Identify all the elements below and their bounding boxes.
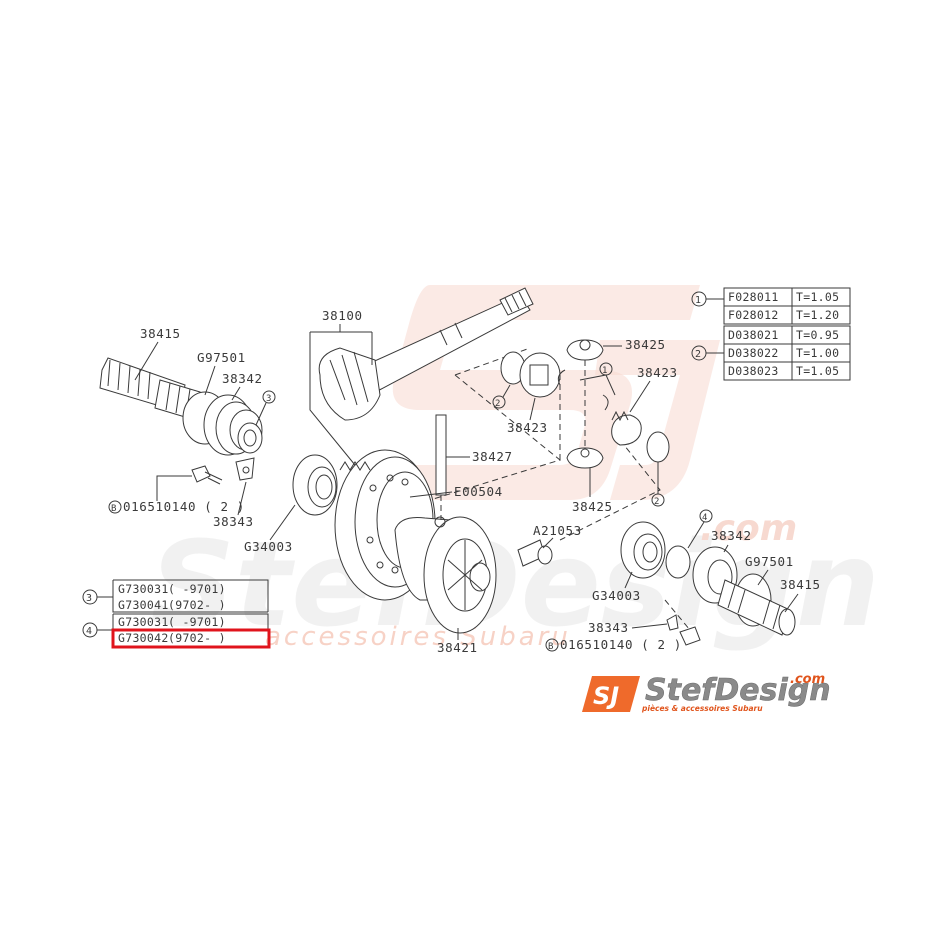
table3-callout: 3 [86,593,92,604]
logo-mark: SJ [593,682,619,710]
bearing-left [292,454,338,516]
table1-row1-part: F028011 [728,290,779,304]
table1-callout: 1 [695,295,701,306]
label-g97501-right: G97501 [745,554,794,569]
table4-row2-part: G730042 [118,631,169,645]
watermark-tagline: accessoires Subaru [265,622,571,652]
table3-row2-part: G730041 [118,598,169,612]
label-38342-left: 38342 [222,371,263,386]
axle-shaft-left [99,357,263,485]
table1-row1-thickness: T=1.05 [796,290,839,304]
bolt-left-mark: B [111,504,116,514]
label-38423-right: 38423 [637,365,678,380]
label-38425-top: 38425 [625,337,666,352]
logo-tagline: pièces & accessoires Subaru [641,704,763,713]
axle-right: 4 38342 G97501 38415 38343 B 016510140 (… [545,509,821,652]
table4-row1-part: G730031 [118,615,169,629]
pinion-shaft-38427: 38427 E00504 [409,414,513,520]
differential-case-38421: 38421 [394,516,497,655]
bolt-right-mark: B [548,642,553,652]
label-38342-right: 38342 [711,528,752,543]
table1-row2-part: F028012 [728,308,779,322]
table3-row1-part: G730031 [118,582,169,596]
callout-2-right: 2 [654,497,659,507]
watermark-domain: .com [700,508,797,549]
table3-row1-range: ( -9701) [168,582,226,596]
table2-row3-part: D038023 [728,364,779,378]
table3-row2-range: (9702- ) [168,598,226,612]
table2-row1-part: D038021 [728,328,779,342]
table4-callout: 4 [86,626,92,637]
label-bolt-left: 016510140 ( 2 ) [123,499,245,514]
callout-4-right: 4 [702,513,707,523]
table-seals-3: 3 G730031 ( -9701) G730041 (9702- ) [82,579,269,613]
callout-2-left: 2 [495,399,500,409]
logo-mark-box [582,676,640,712]
label-a21053: A21053 [533,523,582,538]
highlight-g730042[interactable] [111,628,271,649]
spider-gears: 38423 2 38425 1 38423 2 38425 [492,337,678,514]
label-e00504: E00504 [454,484,503,499]
table2-row3-thickness: T=1.05 [796,364,839,378]
label-g97501-left: G97501 [197,350,246,365]
table2-row2-thickness: T=1.00 [796,346,839,360]
table2-row1-thickness: T=0.95 [796,328,839,342]
bolt-a21053: A21053 [517,523,582,567]
label-38343-right: 38343 [588,620,629,635]
label-38425-bottom: 38425 [572,499,613,514]
table-shims-1: 1 F028011 T=1.05 F028012 T=1.20 [691,287,851,325]
label-g34003-left: G34003 [244,539,293,554]
callout-3-circle [262,390,276,404]
table2-row2-part: D038022 [728,346,779,360]
stefdesign-logo[interactable]: SJ StefDesign .com pièces & accessoires … [582,672,831,713]
logo-name: StefDesign [645,673,831,708]
label-38415-right: 38415 [780,577,821,592]
left-labels: 38415 G97501 38342 3 B 016510140 ( 2 ) 3… [108,326,296,554]
table-seals-4: 4 G730031 ( -9701) G730042 (9702- ) [82,613,271,649]
bearing-right: G34003 [592,521,666,603]
label-38415-left: 38415 [140,326,181,341]
label-38421: 38421 [437,640,478,655]
label-bolt-right: 016510140 ( 2 ) [560,637,682,652]
table4-row1-range: ( -9701) [168,615,226,629]
label-38100: 38100 [322,308,363,323]
table1-row2-thickness: T=1.20 [796,308,839,322]
table-washers-2: 2 D038021 T=0.95 D038022 T=1.00 D038023 … [691,325,851,381]
table4-row2-range: (9702- ) [168,631,226,645]
callout-1: 1 [602,366,607,376]
table2-callout: 2 [695,349,701,360]
label-38427: 38427 [472,449,513,464]
label-38343-left: 38343 [213,514,254,529]
drive-pinion-38100: 38100 [309,287,534,466]
logo-suffix: .com [790,672,825,687]
callout-3-left: 3 [266,394,271,404]
label-38423-left: 38423 [507,420,548,435]
label-g34003-right: G34003 [592,588,641,603]
